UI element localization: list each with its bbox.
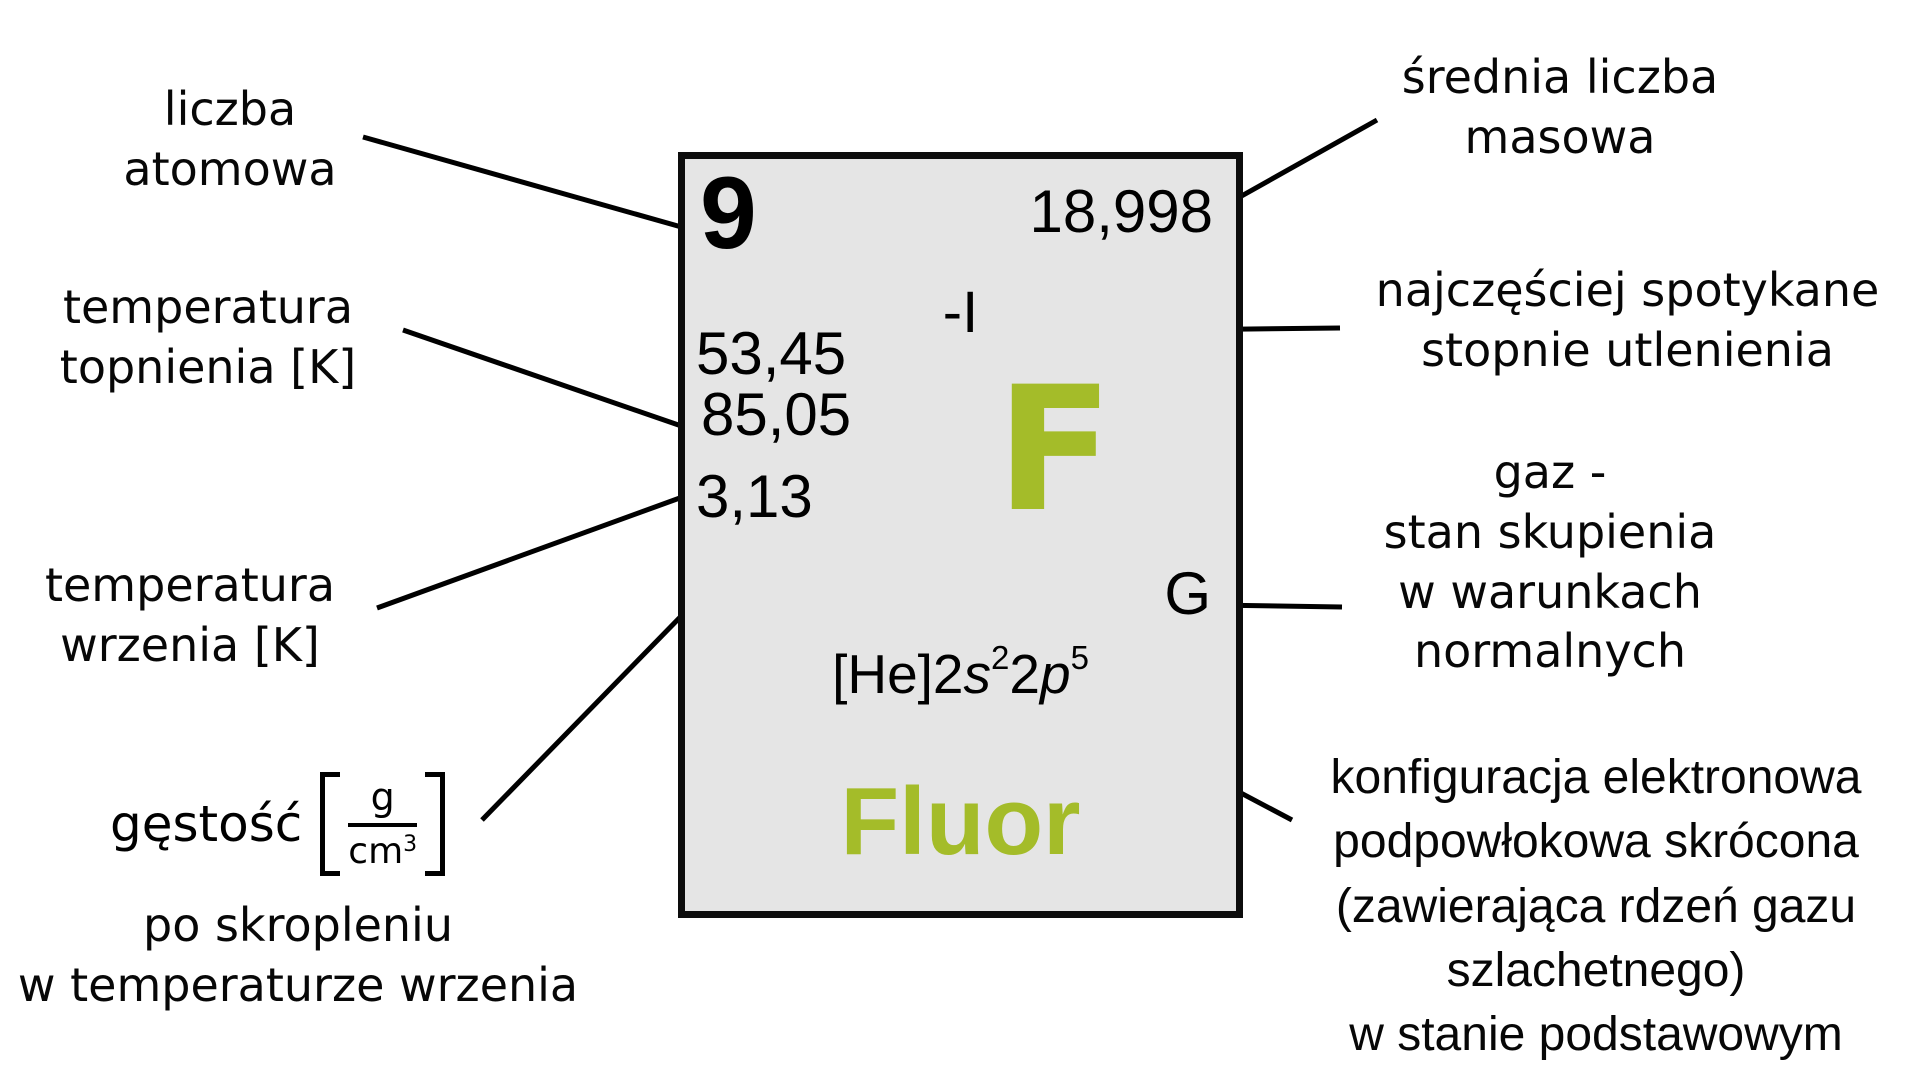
element-name: Fluor (840, 768, 1081, 875)
config-s-exponent: 2 (991, 639, 1010, 676)
label-state-line1: gaz - (1493, 445, 1607, 499)
label-mass-line2: masowa (1464, 109, 1656, 164)
label-density-note: po skropleniu w temperaturze wrzenia (8, 896, 588, 1016)
label-atomic-number: liczba atomowa (40, 80, 420, 200)
config-shell-two: 2 (1009, 643, 1040, 705)
density-unit-bracket: g cm3 (320, 772, 446, 876)
mass-number: 18,998 (1029, 178, 1213, 245)
oxidation-states: -I (942, 280, 979, 345)
label-density-word: gęstość (110, 795, 303, 853)
label-density-note-line2: w temperaturze wrzenia (17, 957, 579, 1012)
label-boiling-line1: temperatura (44, 558, 336, 612)
element-symbol: F (996, 349, 1114, 550)
config-s-orbital: s (963, 643, 992, 705)
connector-density (480, 603, 694, 822)
density-unit-numerator: g (370, 775, 395, 819)
atomic-number: 9 (700, 156, 757, 270)
label-config-line2: podpowłokowa skrócona (1333, 815, 1859, 869)
label-oxidation-line1: najczęściej spotykane (1375, 263, 1880, 317)
label-state-line4: normalnych (1413, 624, 1686, 679)
label-state-line2: stan skupienia (1383, 504, 1717, 559)
config-p-exponent: 5 (1070, 639, 1089, 676)
connector-melting-point (402, 327, 694, 433)
label-oxidation-states: najczęściej spotykane stopnie utlenienia (1335, 261, 1920, 381)
density-unit-cm: cm (348, 831, 404, 872)
electron-configuration: [He]2s22p5 (678, 641, 1243, 702)
label-config-line3: (zawierająca rdzeń gazu (1335, 879, 1857, 933)
right-bracket (425, 772, 446, 876)
label-boiling-point: temperatura wrzenia [K] (0, 556, 380, 676)
density-value: 3,13 (696, 463, 813, 530)
label-density-note-line1: po skropleniu (143, 898, 453, 952)
connector-boiling-point (376, 492, 689, 611)
boiling-point-value: 85,05 (701, 381, 852, 448)
left-bracket (320, 772, 341, 876)
label-state-of-matter: gaz - stan skupienia w warunkach normaln… (1355, 443, 1745, 682)
element-card: 9 18,998 -I 53,45 85,05 F 3,13 G [He]2s2… (678, 152, 1243, 918)
label-melting-line1: temperatura (62, 280, 354, 334)
label-config-line5: w stanie podstawowym (1349, 1008, 1843, 1062)
density-unit-denominator: cm3 (348, 823, 418, 872)
label-state-line3: w warunkach (1398, 564, 1702, 619)
label-boiling-line2: wrzenia [K] (60, 617, 320, 672)
label-atomic-number-line1: liczba (163, 82, 297, 136)
density-unit-fraction: g cm3 (340, 772, 425, 876)
density-unit-exponent: 3 (403, 832, 418, 857)
label-config-line1: konfiguracja elektronowa (1330, 751, 1862, 804)
config-core: [He]2 (832, 643, 964, 705)
label-mass-line1: średnia liczba (1401, 50, 1719, 104)
label-electron-configuration: konfiguracja elektronowa podpowłokowa sk… (1282, 746, 1910, 1068)
label-mass-number: średnia liczba masowa (1350, 48, 1770, 168)
melting-point-value: 53,45 (696, 320, 847, 387)
label-config-line4: szlachetnego) (1446, 943, 1746, 997)
label-melting-line2: topnienia [K] (59, 339, 357, 394)
label-atomic-number-line2: atomowa (123, 141, 337, 196)
label-oxidation-line2: stopnie utlenienia (1421, 322, 1834, 377)
label-melting-point: temperatura topnienia [K] (8, 278, 408, 398)
label-density: gęstość g cm3 (110, 772, 446, 876)
config-p-orbital: p (1039, 643, 1071, 705)
state-symbol: G (1164, 560, 1211, 627)
